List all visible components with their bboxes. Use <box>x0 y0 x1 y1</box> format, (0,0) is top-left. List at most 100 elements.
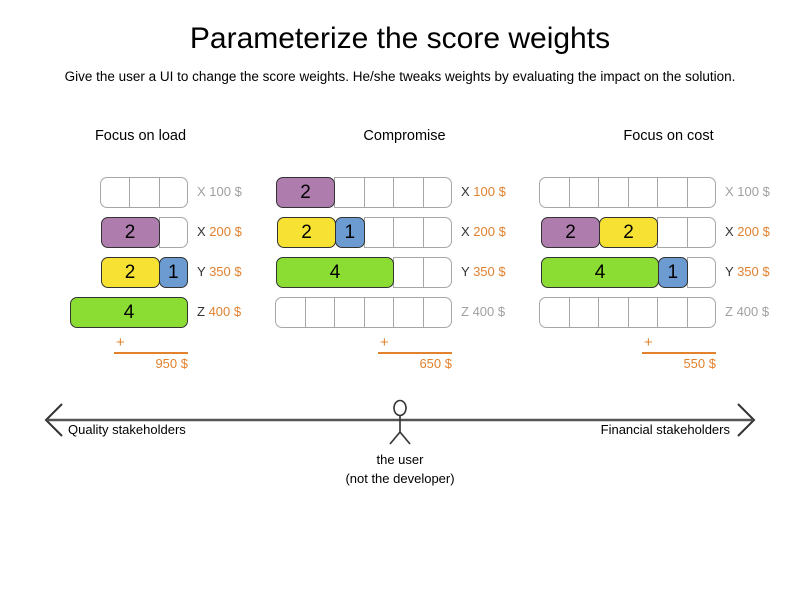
weight-slider-cell[interactable] <box>627 176 657 208</box>
weight-slider-cell[interactable] <box>99 176 129 208</box>
weight-slider-cell[interactable] <box>393 176 423 208</box>
weight-segment-blue[interactable]: 1 <box>335 216 365 248</box>
axis-arrow-icon <box>44 399 756 445</box>
weight-slider-cell[interactable] <box>334 176 364 208</box>
axis-label-financial: Financial stakeholders <box>600 422 730 437</box>
weight-slider-cell[interactable] <box>657 176 687 208</box>
scenario-sum: +550 $ <box>536 335 800 379</box>
sum-block: +550 $ <box>642 335 716 372</box>
row-cost: 200 $ <box>737 224 770 239</box>
weight-segment-value: 2 <box>124 221 136 243</box>
weight-slider-cell[interactable] <box>568 296 598 328</box>
weight-slider-cell[interactable] <box>129 176 159 208</box>
weight-slider-cell[interactable] <box>393 216 423 248</box>
weight-slider-cell[interactable] <box>363 296 393 328</box>
weight-slider-track[interactable] <box>539 296 716 328</box>
weight-segment-yellow[interactable]: 2 <box>277 216 336 248</box>
weight-slider-cell[interactable] <box>657 216 687 248</box>
weight-slider-cell[interactable] <box>657 296 687 328</box>
weight-slider-track[interactable]: 2 <box>100 216 188 248</box>
weight-slider-cell[interactable] <box>686 216 716 248</box>
scenario-title: Compromise <box>363 128 446 144</box>
sum-block: +650 $ <box>378 335 452 372</box>
weight-segment-value: 1 <box>667 261 679 283</box>
weight-row: X 100 $ <box>536 172 800 212</box>
scenario-sum: +650 $ <box>272 335 537 379</box>
weight-segment-blue[interactable]: 1 <box>158 256 188 288</box>
weight-segment-green[interactable]: 4 <box>276 256 394 288</box>
sum-plus-sign: + <box>380 334 389 351</box>
weight-slider-track[interactable] <box>99 176 188 208</box>
sum-divider <box>114 352 188 354</box>
row-cost: 350 $ <box>737 264 770 279</box>
weight-slider-cell[interactable] <box>422 296 452 328</box>
weight-segment-purple[interactable]: 2 <box>276 176 335 208</box>
row-key: Z <box>725 304 733 319</box>
weight-slider-track[interactable]: 4 <box>276 256 452 288</box>
weight-slider-cell[interactable] <box>334 296 364 328</box>
weight-slider-cell[interactable] <box>363 176 393 208</box>
weight-slider-cell[interactable] <box>627 296 657 328</box>
weight-segment-green[interactable]: 4 <box>541 256 659 288</box>
weight-slider-cell[interactable] <box>539 296 569 328</box>
weight-slider-track[interactable] <box>275 296 452 328</box>
weight-row: X 100 $ <box>8 172 273 212</box>
weight-slider-cell[interactable] <box>363 216 393 248</box>
weight-segment-yellow[interactable]: 2 <box>599 216 658 248</box>
weight-slider-cell[interactable] <box>158 216 188 248</box>
row-key: Z <box>461 304 469 319</box>
row-key: Y <box>197 264 206 279</box>
row-key: X <box>197 224 206 239</box>
weight-segment-purple[interactable]: 2 <box>541 216 600 248</box>
weight-slider-cell[interactable] <box>686 176 716 208</box>
weight-segment-blue[interactable]: 1 <box>658 256 688 288</box>
row-cost: 200 $ <box>209 224 242 239</box>
weight-slider-cell[interactable] <box>275 296 305 328</box>
weight-slider-track[interactable]: 2 <box>276 176 452 208</box>
row-key: X <box>461 224 470 239</box>
weight-row: Z 400 $ <box>536 292 800 332</box>
weight-row: Z 400 $ <box>272 292 537 332</box>
sum-block: +950 $ <box>114 335 188 372</box>
weight-slider-cell[interactable] <box>422 216 452 248</box>
weight-segment-value: 4 <box>123 301 135 323</box>
weight-slider-cell[interactable] <box>598 176 628 208</box>
weight-slider-cell[interactable] <box>393 256 423 288</box>
weight-slider-cell[interactable] <box>304 296 334 328</box>
row-cost-label: X 100 $ <box>461 184 537 200</box>
weight-slider-track[interactable] <box>539 176 716 208</box>
weight-slider-cell[interactable] <box>539 176 569 208</box>
row-key: X <box>725 184 734 199</box>
row-cost: 350 $ <box>209 264 242 279</box>
sum-total: 650 $ <box>419 356 452 371</box>
weight-slider-cell[interactable] <box>422 256 452 288</box>
weight-slider-cell[interactable] <box>422 176 452 208</box>
weight-slider-cell[interactable] <box>598 296 628 328</box>
weight-slider-track[interactable]: 4 <box>70 296 188 328</box>
weight-segment-purple[interactable]: 2 <box>100 216 160 248</box>
sum-divider <box>378 352 452 354</box>
weight-slider-cell[interactable] <box>393 296 423 328</box>
row-cost-label: Y 350 $ <box>197 264 273 280</box>
row-key: X <box>461 184 470 199</box>
row-cost: 100 $ <box>209 184 242 199</box>
weight-slider-cell[interactable] <box>158 176 188 208</box>
weight-segment-yellow[interactable]: 2 <box>100 256 160 288</box>
weight-segment-value: 2 <box>565 221 576 243</box>
weight-slider-cell[interactable] <box>686 256 716 288</box>
weight-slider-cell[interactable] <box>686 296 716 328</box>
weight-segment-value: 1 <box>167 261 179 283</box>
weight-slider-cell[interactable] <box>568 176 598 208</box>
weight-segment-green[interactable]: 4 <box>70 296 188 328</box>
